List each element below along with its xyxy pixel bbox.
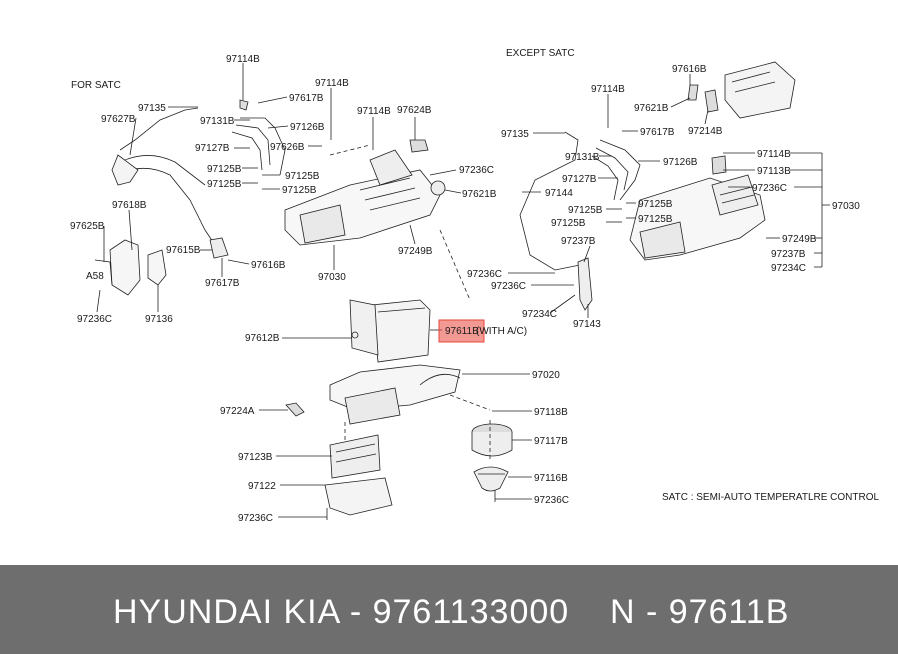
label: 97236C: [534, 495, 569, 506]
label: 97020: [532, 370, 560, 381]
label: 97126B: [290, 122, 325, 133]
label: 97236C: [467, 269, 502, 280]
label: 97236C: [752, 183, 787, 194]
label: 97214B: [688, 126, 723, 137]
label: 97116B: [534, 473, 568, 484]
label: 97122: [248, 481, 276, 492]
label: 97131B: [565, 152, 600, 163]
parts-diagram: FOR SATC EXCEPT SATC SATC : SEMI-AUTO TE…: [70, 48, 880, 524]
label-highlighted: 97611B: [445, 326, 479, 337]
label: 97249B: [398, 246, 433, 257]
label: 97624B: [397, 105, 432, 116]
label: (WITH A/C): [476, 326, 527, 337]
highlight-box: [438, 319, 485, 343]
label: 97125B: [638, 214, 673, 225]
label: 97114B: [591, 84, 625, 95]
label: 97127B: [195, 143, 230, 154]
diagram-canvas: FOR SATC EXCEPT SATC SATC : SEMI-AUTO TE…: [70, 48, 880, 524]
label: 97125B: [207, 164, 242, 175]
heading-for-satc: FOR SATC: [71, 80, 121, 91]
label: 97126B: [663, 157, 698, 168]
label: 97135: [501, 129, 529, 140]
label: 97125B: [638, 199, 673, 210]
label: 97237B: [561, 236, 596, 247]
part-number-footer: HYUNDAI KIA - 9761133000 N - 97611B: [0, 565, 898, 654]
label: 97144: [545, 188, 573, 199]
label: 97118B: [534, 407, 568, 418]
label: 97236C: [459, 165, 494, 176]
label: 97136: [145, 314, 173, 325]
label: 97234C: [522, 309, 557, 320]
label: 97143: [573, 319, 601, 330]
label: 97117B: [534, 436, 568, 447]
label: 97114B: [315, 78, 349, 89]
label: 97627B: [101, 114, 136, 125]
part-code: N - 97611B: [610, 593, 790, 631]
label: 97123B: [238, 452, 273, 463]
label: 97617B: [205, 278, 240, 289]
label: 97135: [138, 103, 166, 114]
label: 97625B: [70, 221, 105, 232]
label: 97237B: [771, 249, 806, 260]
label: 97618B: [112, 200, 147, 211]
label: 97114B: [226, 54, 260, 65]
label: 97131B: [200, 116, 235, 127]
brand-part-number: HYUNDAI KIA - 9761133000: [113, 593, 570, 631]
label: 97621B: [462, 189, 497, 200]
label: 97113B: [757, 166, 791, 177]
label: 97125B: [568, 205, 603, 216]
label: 97125B: [282, 185, 317, 196]
label: 97616B: [251, 260, 286, 271]
label: 97626B: [270, 142, 305, 153]
label: 97125B: [207, 179, 242, 190]
label: 97114B: [757, 149, 791, 160]
label: 97617B: [289, 93, 324, 104]
label: A58: [86, 271, 104, 282]
label: 97616B: [672, 64, 707, 75]
label: 97125B: [551, 218, 586, 229]
label: 97030: [832, 201, 860, 212]
label: 97236C: [491, 281, 526, 292]
label: 97234C: [771, 263, 806, 274]
label: 97612B: [245, 333, 280, 344]
label: 97621B: [634, 103, 669, 114]
label: 97224A: [220, 406, 255, 417]
label: 97249B: [782, 234, 817, 245]
heading-except-satc: EXCEPT SATC: [506, 48, 575, 59]
label: 97615B: [166, 245, 201, 256]
label: 97236C: [77, 314, 112, 325]
label: 97617B: [640, 127, 675, 138]
label: 97127B: [562, 174, 597, 185]
label: 97125B: [285, 171, 320, 182]
label: 97030: [318, 272, 346, 283]
satc-note: SATC : SEMI-AUTO TEMPERATLRE CONTROL: [662, 492, 880, 503]
label: 97236C: [238, 513, 273, 524]
label: 97114B: [357, 106, 391, 117]
